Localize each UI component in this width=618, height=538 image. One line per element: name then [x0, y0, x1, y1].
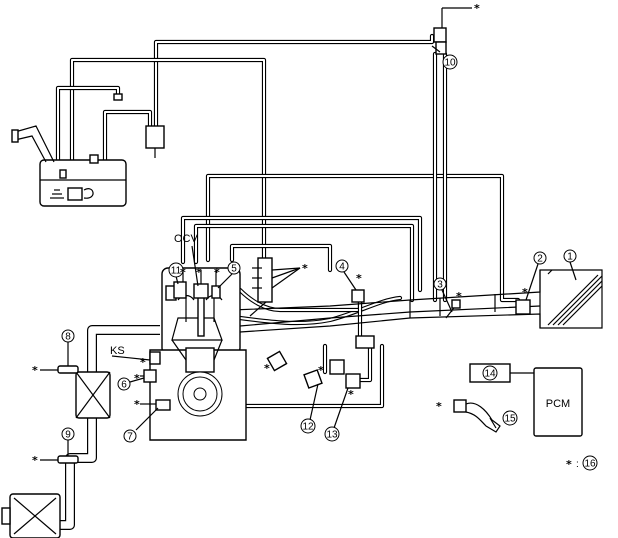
svg-text:*: * — [134, 372, 140, 385]
front-oxygen-sensor — [40, 365, 79, 374]
svg-text:14: 14 — [484, 369, 496, 380]
asterisk-markers: * * * * * * * * * * * * * * * * * — [32, 2, 528, 467]
fuel-injectors — [249, 257, 301, 317]
pcm-unit: PCM — [533, 367, 583, 437]
label-4: 4 — [335, 259, 349, 273]
label-10: 10 — [442, 54, 458, 70]
crankshaft-position-sensor — [140, 399, 171, 411]
engine-top-sensors — [173, 268, 221, 299]
air-cleaner-element — [547, 269, 603, 326]
svg-text:*: * — [32, 454, 38, 467]
ignition-coil — [140, 351, 161, 383]
hose-network — [55, 33, 521, 409]
label-1: 1 — [563, 249, 577, 263]
svg-text:*: * — [180, 266, 186, 279]
svg-text:16: 16 — [584, 459, 596, 470]
rear-oxygen-sensor — [40, 455, 79, 464]
label-9: 9 — [61, 427, 75, 441]
accelerator-pedal — [453, 399, 501, 433]
svg-text:*: * — [348, 388, 354, 401]
svg-text:*: * — [456, 290, 462, 303]
label-14: 14 — [482, 365, 498, 381]
ks-label: KS — [110, 345, 125, 357]
label-7: 7 — [123, 429, 137, 443]
label-15: 15 — [502, 410, 518, 426]
svg-text:2: 2 — [537, 254, 543, 265]
fuel-tank — [11, 125, 127, 207]
data-link-connector-box — [469, 363, 534, 383]
intake-duct — [231, 269, 603, 333]
svg-text:11: 11 — [171, 266, 182, 277]
svg-text:8: 8 — [65, 332, 71, 343]
svg-text:13: 13 — [326, 430, 338, 441]
svg-text:5: 5 — [231, 264, 237, 275]
svg-text:4: 4 — [339, 262, 345, 273]
svg-text:*: * — [214, 266, 220, 279]
label-2: 2 — [533, 251, 547, 265]
svg-text:*: * — [522, 286, 528, 299]
svg-text:*: * — [566, 458, 572, 471]
svg-text:*: * — [318, 364, 324, 377]
svg-text:*: * — [32, 364, 38, 377]
catalytic-converter-lower — [1, 493, 61, 538]
leader-lines — [67, 45, 577, 456]
label-8: 8 — [61, 329, 75, 343]
purge-solenoid-valve — [433, 7, 472, 55]
label-5: 5 — [227, 261, 241, 275]
catalytic-converter-upper — [75, 371, 111, 419]
pcm-label: PCM — [546, 398, 570, 410]
svg-text:*: * — [356, 272, 362, 285]
label-3: 3 — [433, 277, 447, 291]
svg-text:15: 15 — [504, 414, 516, 425]
svg-text:*: * — [436, 400, 442, 413]
label-11: 11 — [168, 262, 184, 278]
svg-text:*: * — [140, 356, 146, 369]
intake-air-temperature-sensor — [351, 289, 365, 303]
svg-text::: : — [576, 459, 579, 470]
svg-text:9: 9 — [65, 430, 71, 441]
svg-text:12: 12 — [302, 422, 314, 433]
label-13: 13 — [324, 426, 340, 442]
svg-text:*: * — [134, 398, 140, 411]
svg-text:*: * — [302, 262, 308, 275]
svg-text:*: * — [474, 2, 480, 15]
throttle-position-sensor — [445, 299, 461, 319]
ocv-label: OCV — [174, 233, 199, 245]
label-6: 6 — [117, 377, 131, 391]
egr-valve — [266, 350, 345, 389]
svg-text:6: 6 — [121, 380, 127, 391]
idle-air-control-valve — [345, 335, 375, 389]
charcoal-canister — [113, 93, 165, 158]
mass-airflow-sensor — [515, 299, 531, 315]
svg-text:3: 3 — [437, 280, 443, 291]
svg-text:*: * — [264, 362, 270, 375]
legend-asterisk-note: * : 16 — [566, 455, 598, 471]
label-12: 12 — [300, 418, 316, 434]
svg-text:1: 1 — [567, 252, 573, 263]
svg-text:7: 7 — [127, 432, 133, 443]
svg-text:10: 10 — [444, 58, 456, 69]
svg-text:*: * — [196, 266, 202, 279]
